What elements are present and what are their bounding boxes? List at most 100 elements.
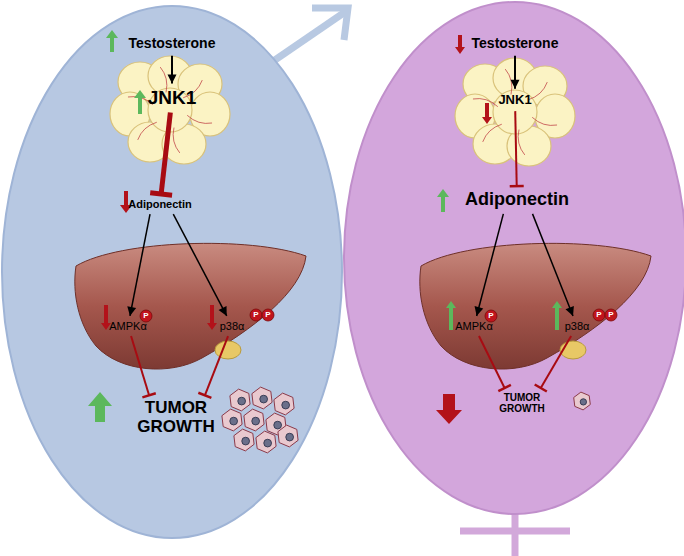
connector: [510, 111, 524, 186]
connector-line: [533, 214, 573, 316]
connector: [533, 214, 574, 316]
arrowhead: [219, 306, 227, 316]
tumor-nucleus: [230, 417, 238, 425]
tumor-cell: [230, 389, 250, 411]
text-node: p38α: [565, 320, 590, 332]
node-text: AMPKα: [455, 320, 493, 332]
tumor-nucleus: [286, 433, 294, 441]
tumor-cell: [574, 392, 591, 410]
capillary: [138, 122, 157, 140]
connector: [150, 112, 172, 195]
capillary: [518, 130, 525, 155]
node-text: JNK1: [498, 93, 531, 107]
phospho-label: P: [608, 311, 613, 319]
text-node: AMPKα: [109, 320, 147, 332]
tumor-nucleus: [242, 437, 250, 445]
node-text: p38α: [565, 320, 590, 332]
female-oval: [344, 2, 684, 514]
arrowhead: [167, 75, 176, 84]
connector-line: [477, 214, 504, 316]
connector: [127, 214, 150, 316]
tumor-nucleus: [260, 395, 268, 403]
connector: [198, 336, 228, 398]
tumor-nucleus: [238, 397, 246, 405]
node-text: Adiponectin: [128, 198, 192, 210]
text-node: Adiponectin: [128, 198, 192, 210]
text-node: Adiponectin: [465, 190, 569, 210]
connector: [173, 214, 226, 316]
arrowhead: [511, 80, 520, 89]
text-node: p38α: [220, 320, 245, 332]
connector: [535, 336, 571, 391]
inhibit-bar: [150, 193, 172, 195]
tumor-cell: [222, 409, 242, 431]
node-text: JNK1: [148, 88, 197, 109]
connector: [167, 56, 176, 84]
tumor-nucleus: [274, 421, 282, 429]
text-node: JNK1: [498, 93, 531, 107]
liver: [75, 243, 306, 369]
tumor-cell: [252, 387, 272, 409]
liver: [420, 243, 651, 369]
tumor-cell: [244, 409, 264, 431]
phospho-label: P: [596, 311, 601, 319]
inhibit-bar: [142, 393, 155, 397]
phospho-label: P: [253, 311, 258, 319]
phospho-label: P: [143, 312, 148, 320]
arrowhead: [475, 306, 484, 316]
connector-line: [205, 336, 228, 395]
tumor-cell: [274, 393, 294, 415]
text-node: TUMOR GROWTH: [116, 399, 236, 436]
up-arrow: [88, 30, 562, 422]
inhibit-bar: [498, 385, 511, 391]
inhibit-bar: [510, 185, 524, 188]
text-node: JNK1: [148, 88, 197, 109]
tumor-cell: [256, 431, 276, 453]
phospho-label: P: [265, 311, 270, 319]
tumor-nucleus: [252, 417, 260, 425]
capillary: [483, 124, 502, 142]
connector-line: [130, 214, 150, 316]
connector-line: [515, 111, 516, 186]
male-oval: [2, 6, 342, 538]
connector-line: [541, 336, 571, 388]
connector: [131, 336, 156, 397]
connector-line: [173, 214, 226, 316]
node-text: Testosterone: [472, 36, 559, 51]
connector-line: [479, 336, 505, 388]
arrowhead: [566, 306, 574, 316]
capillary: [505, 69, 512, 94]
connector: [479, 336, 511, 391]
tumor-nucleus: [264, 439, 272, 447]
tumor-cell: [234, 429, 254, 451]
text-node: TUMOR GROWTH: [496, 392, 548, 414]
female-cross: [460, 528, 570, 535]
text-node: Testosterone: [129, 36, 216, 51]
node-text: TUMOR GROWTH: [496, 392, 548, 414]
arrowhead: [127, 306, 136, 316]
node-text: AMPKα: [109, 320, 147, 332]
connector-line: [131, 336, 149, 395]
connector-line: [161, 112, 170, 194]
node-text: TUMOR GROWTH: [116, 399, 236, 436]
capillary: [187, 115, 212, 123]
tumor-nucleus: [580, 399, 586, 405]
female-cross: [512, 514, 519, 556]
tumor-nucleus: [282, 401, 290, 409]
connector: [475, 214, 504, 316]
capillary: [532, 117, 557, 125]
phospho-label: P: [488, 312, 493, 320]
down-arrow: [101, 35, 492, 424]
node-text: Testosterone: [129, 36, 216, 51]
inhibit-bar: [198, 393, 211, 398]
connector: [511, 56, 520, 89]
node-text: Adiponectin: [465, 190, 569, 210]
tumor-cell: [278, 425, 298, 447]
text-node: AMPKα: [455, 320, 493, 332]
text-node: Testosterone: [472, 36, 559, 51]
capillary: [173, 128, 180, 153]
